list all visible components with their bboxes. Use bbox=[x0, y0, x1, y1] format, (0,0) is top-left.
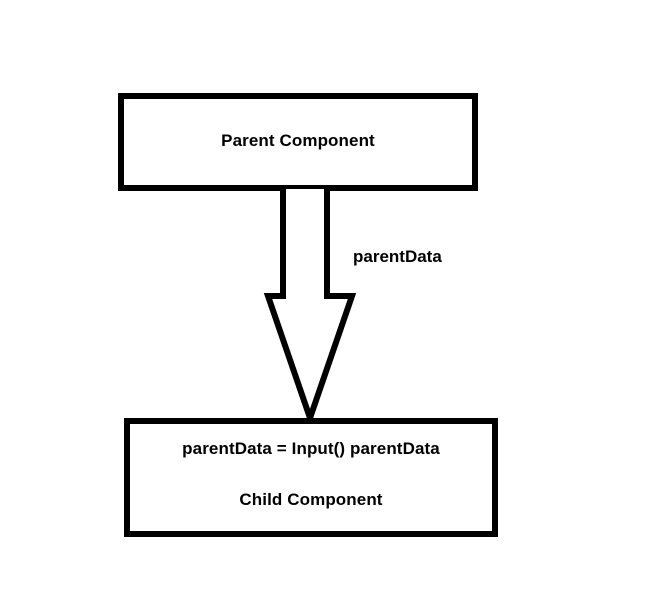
block-arrow-down-shape bbox=[263, 186, 357, 424]
child-component-label: Child Component bbox=[239, 490, 383, 509]
data-flow-arrow-label: parentData bbox=[353, 247, 442, 266]
child-input-binding-label: parentData = Input() parentData bbox=[182, 439, 440, 458]
parent-component-box: Parent Component bbox=[118, 93, 478, 191]
block-arrow-down-icon bbox=[263, 186, 357, 424]
child-component-box: parentData = Input() parentData Child Co… bbox=[124, 418, 498, 537]
parent-component-label: Parent Component bbox=[221, 131, 375, 150]
